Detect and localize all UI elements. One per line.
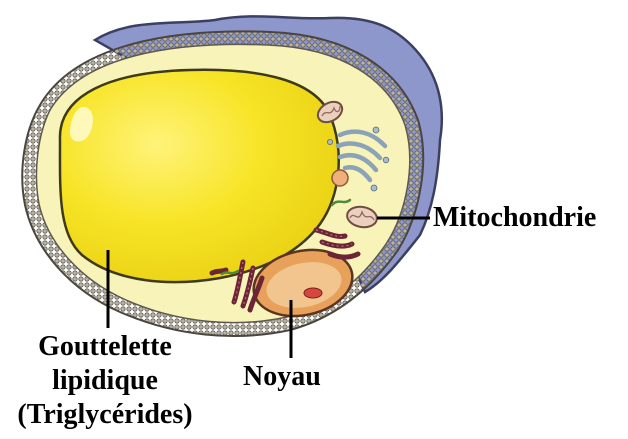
label-mitochondrie: Mitochondrie (433, 204, 596, 232)
vesicle (332, 170, 348, 186)
label-gouttelette-lipidique: Gouttelette lipidique (Triglycérides) (0, 330, 210, 432)
label-gouttelette-line-3: (Triglycérides) (0, 398, 210, 432)
label-gouttelette-line-2: lipidique (0, 364, 210, 398)
label-noyau: Noyau (243, 363, 321, 391)
label-gouttelette-line-1: Gouttelette (0, 330, 210, 364)
